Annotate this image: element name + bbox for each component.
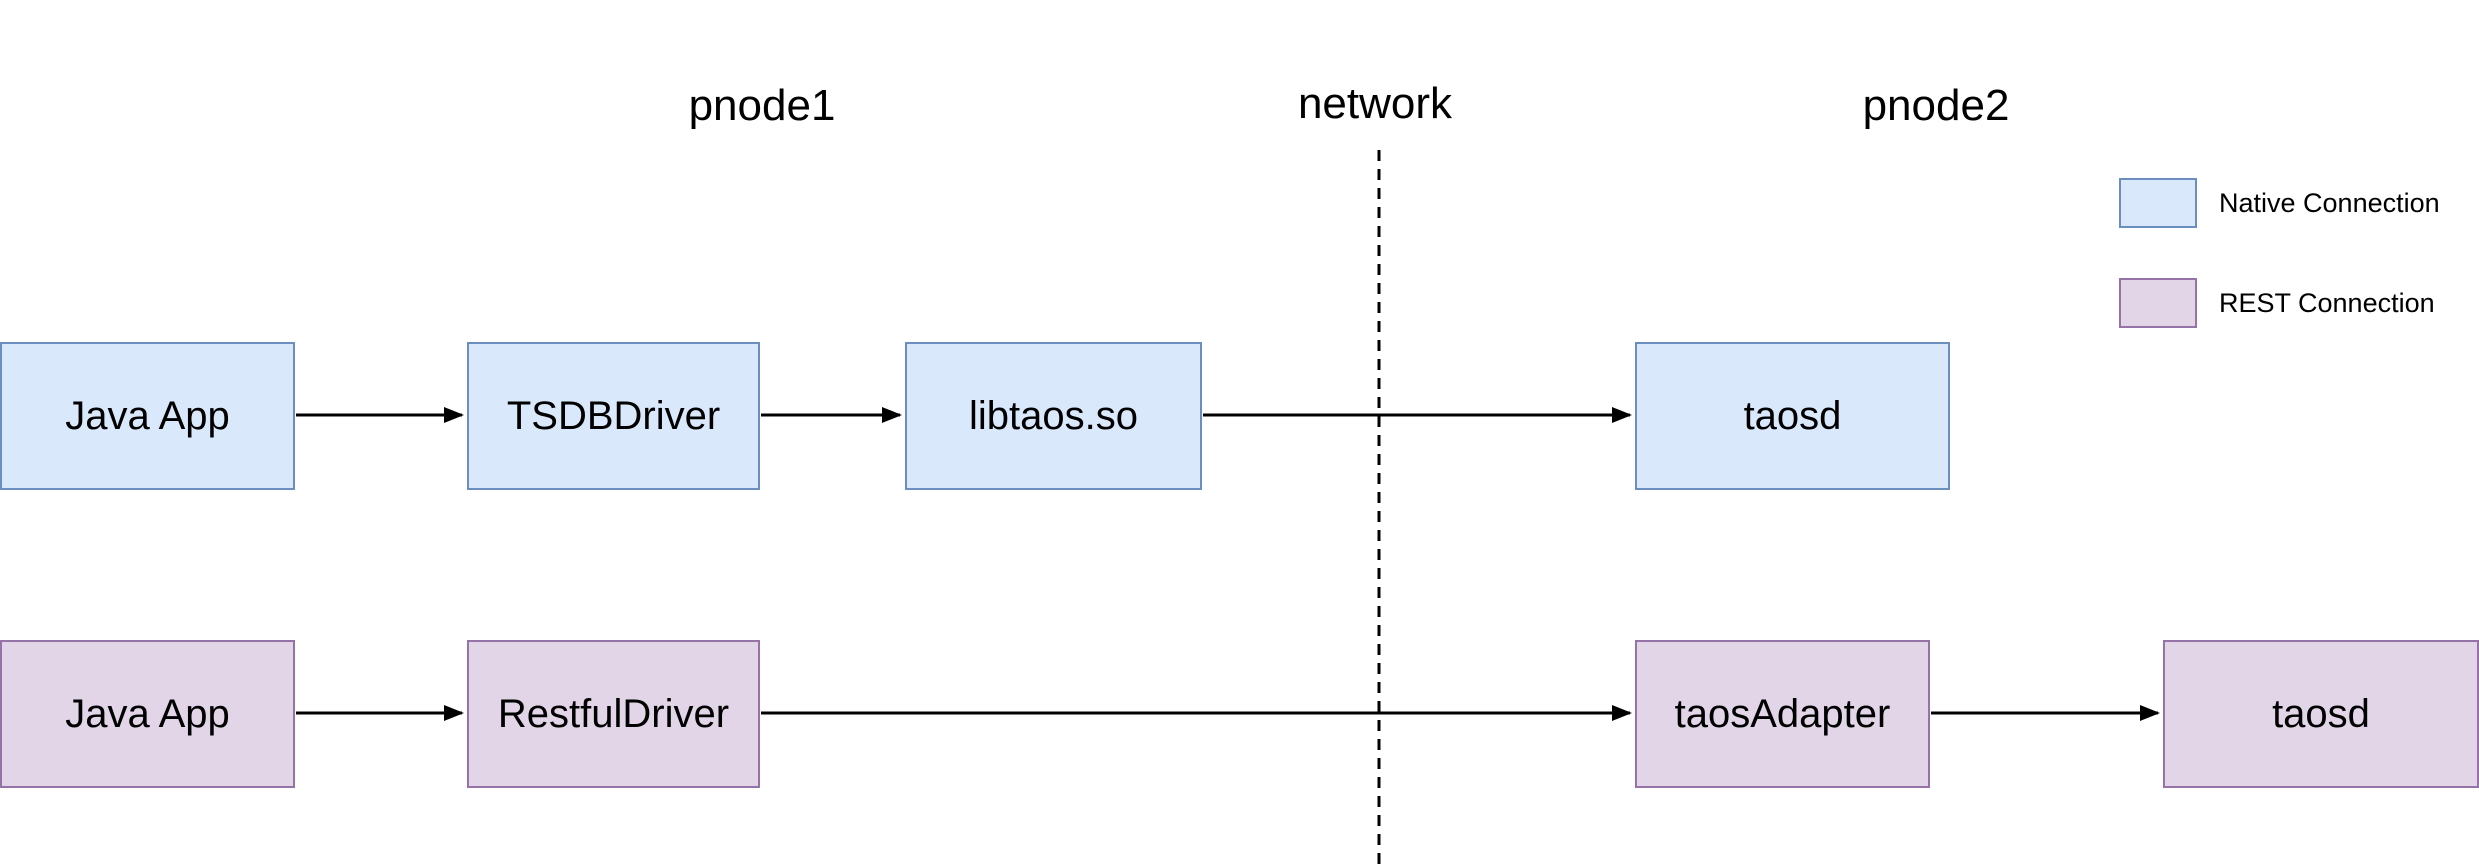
node-label: libtaos.so <box>969 393 1138 438</box>
node-tsdbdriver: TSDBDriver <box>467 342 760 490</box>
node-label: taosd <box>2272 691 2370 736</box>
node-label: Java App <box>65 393 230 438</box>
legend-swatch-rest-icon <box>2119 278 2197 328</box>
node-java-app-rest: Java App <box>0 640 295 788</box>
node-label: taosAdapter <box>1674 691 1891 736</box>
legend-item-rest-connection: REST Connection <box>2119 278 2435 328</box>
legend-item-native-connection: Native Connection <box>2119 178 2440 228</box>
node-taosadapter: taosAdapter <box>1635 640 1930 788</box>
node-libtaos-so: libtaos.so <box>905 342 1202 490</box>
legend-label-rest: REST Connection <box>2219 287 2435 318</box>
node-taosd-rest: taosd <box>2163 640 2479 788</box>
zone-label-pnode2: pnode2 <box>1862 81 2010 130</box>
node-label: TSDBDriver <box>506 393 721 438</box>
zone-label-pnode1: pnode1 <box>688 81 836 130</box>
node-label: RestfulDriver <box>497 691 730 736</box>
node-restfuldriver: RestfulDriver <box>467 640 760 788</box>
node-label: Java App <box>65 691 230 736</box>
node-java-app-native: Java App <box>0 342 295 490</box>
legend-swatch-native-icon <box>2119 178 2197 228</box>
legend-label-native: Native Connection <box>2219 187 2440 218</box>
node-taosd-native: taosd <box>1635 342 1950 490</box>
node-label: taosd <box>1743 393 1842 438</box>
zone-label-network: network <box>1297 79 1453 128</box>
